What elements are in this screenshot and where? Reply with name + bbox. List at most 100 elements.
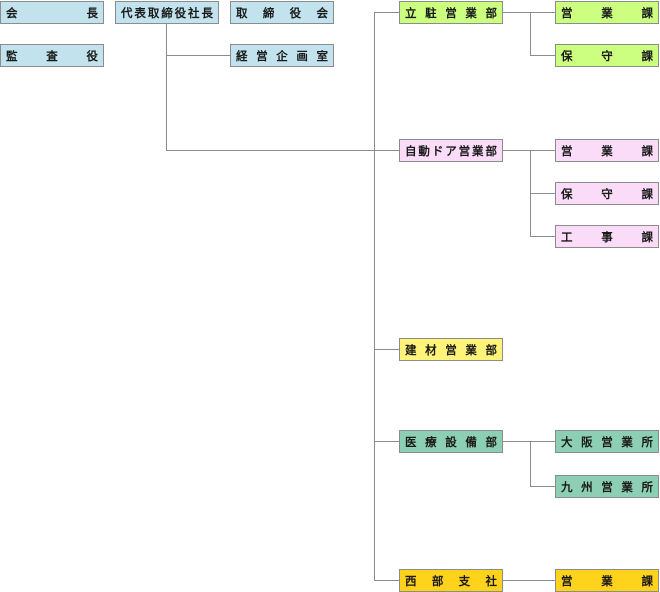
box-label-char: 所 xyxy=(641,479,654,494)
autodoor-to-sales-connector xyxy=(503,150,555,151)
western-branch-box: 西部支社 xyxy=(399,569,503,592)
box-label-char: 営 xyxy=(561,573,573,588)
box-label-char: 営 xyxy=(445,5,457,20)
box-label-char: 長 xyxy=(86,5,99,20)
autodoor-maintenance-section-box: 保守課 xyxy=(555,182,659,205)
box-label-char: 保 xyxy=(561,186,573,201)
box-label-char: 代 xyxy=(121,5,133,20)
medical-equipment-connector xyxy=(374,441,399,442)
medical-to-kyushu-connector xyxy=(530,486,555,487)
box-label-char: 締 xyxy=(262,5,275,20)
box-label-char: 役 xyxy=(289,5,302,20)
box-label-char: 事 xyxy=(601,229,613,244)
box-label-char: 課 xyxy=(641,229,654,244)
box-label-char: 部 xyxy=(431,573,444,588)
planning-connector xyxy=(166,55,230,56)
box-label-char: 企 xyxy=(276,48,288,63)
box-label-char: 営 xyxy=(445,342,457,357)
box-label-char: 長 xyxy=(201,5,213,20)
box-label-char: 立 xyxy=(405,5,417,20)
box-label-char: 設 xyxy=(445,434,457,449)
western-branch-connector xyxy=(374,580,399,581)
box-label-char: 室 xyxy=(316,48,329,63)
box-label-char: ド xyxy=(431,143,444,158)
autodoor-construction-section-box: 工事課 xyxy=(555,225,659,248)
box-label-char: 保 xyxy=(561,48,573,63)
box-label-char: 取 xyxy=(147,5,160,20)
box-label-char: 州 xyxy=(581,479,593,494)
box-label-char: 建 xyxy=(405,342,417,357)
box-label-char: 西 xyxy=(405,573,417,588)
box-label-char: 取 xyxy=(236,5,248,20)
parking-to-maintenance-connector xyxy=(530,55,555,56)
box-label-char: 表 xyxy=(134,5,146,20)
kyushu-office-box: 九州営業所 xyxy=(555,475,659,498)
box-label-char: 営 xyxy=(601,434,613,449)
box-label-char: 大 xyxy=(561,434,573,449)
chairman-box: 会長 xyxy=(0,1,104,24)
building-materials-dept-box: 建材営業部 xyxy=(399,338,503,361)
medical-to-osaka-connector xyxy=(503,441,555,442)
box-label-char: 営 xyxy=(561,143,573,158)
box-label-char: ア xyxy=(445,143,457,158)
box-label-char: 自 xyxy=(405,143,417,158)
box-label-char: 九 xyxy=(561,479,573,494)
department-trunk-line xyxy=(374,12,375,581)
box-label-char: 工 xyxy=(561,229,573,244)
box-label-char: 営 xyxy=(601,479,613,494)
president-box: 代表取締役社長 xyxy=(115,1,219,24)
box-label-char: 所 xyxy=(641,434,654,449)
autodoor-sales-connector xyxy=(374,150,399,151)
box-label-char: 駐 xyxy=(425,5,437,20)
parking-maintenance-section-box: 保守課 xyxy=(555,44,659,67)
western-to-sales-connector xyxy=(503,580,555,581)
box-label-char: 部 xyxy=(485,5,498,20)
auditor-box: 監査役 xyxy=(0,44,104,67)
box-label-char: 営 xyxy=(256,48,268,63)
box-label-char: 課 xyxy=(641,5,654,20)
box-label-char: 社 xyxy=(188,5,200,20)
box-label-char: 材 xyxy=(425,342,437,357)
box-label-char: 社 xyxy=(485,573,497,588)
box-label-char: 動 xyxy=(418,143,430,158)
building-materials-connector xyxy=(374,349,399,350)
box-label-char: 業 xyxy=(465,342,477,357)
box-label-char: 業 xyxy=(465,5,477,20)
box-label-char: 役 xyxy=(86,48,99,63)
box-label-char: 経 xyxy=(236,48,248,63)
parking-branch-line xyxy=(530,12,531,56)
box-label-char: 会 xyxy=(316,5,328,20)
parking-to-sales-connector xyxy=(503,12,555,13)
box-label-char: 営 xyxy=(458,143,471,158)
box-label-char: 業 xyxy=(601,573,613,588)
box-label-char: 業 xyxy=(601,143,613,158)
osaka-office-box: 大阪営業所 xyxy=(555,430,659,453)
box-label-char: 守 xyxy=(601,186,613,201)
box-label-char: 業 xyxy=(601,5,613,20)
box-label-char: 役 xyxy=(174,5,187,20)
parking-sales-section-box: 営業課 xyxy=(555,1,659,24)
board-of-directors-box: 取締役会 xyxy=(230,1,334,24)
box-label-char: 支 xyxy=(458,573,471,588)
parking-sales-connector xyxy=(374,12,399,13)
president-to-trunk-connector xyxy=(166,150,399,151)
box-label-char: 療 xyxy=(425,434,437,449)
box-label-char: 守 xyxy=(601,48,613,63)
box-label-char: 監 xyxy=(6,48,18,63)
parking-sales-dept-box: 立駐営業部 xyxy=(399,1,503,24)
box-label-char: 部 xyxy=(485,434,498,449)
box-label-char: 業 xyxy=(621,479,633,494)
box-label-char: 課 xyxy=(641,143,654,158)
box-label-char: 部 xyxy=(485,342,498,357)
box-label-char: 医 xyxy=(405,434,417,449)
western-branch-sales-section-box: 営業課 xyxy=(555,569,659,592)
box-label-char: 課 xyxy=(641,186,654,201)
box-label-char: 画 xyxy=(296,48,308,63)
medical-branch-line xyxy=(530,441,531,487)
box-label-char: 営 xyxy=(561,5,573,20)
autodoor-sales-dept-box: 自動ドア営業部 xyxy=(399,139,503,162)
autodoor-to-construction-connector xyxy=(530,236,555,237)
autodoor-to-maintenance-connector xyxy=(530,193,555,194)
president-down-connector xyxy=(166,22,167,150)
box-label-char: 備 xyxy=(465,434,477,449)
